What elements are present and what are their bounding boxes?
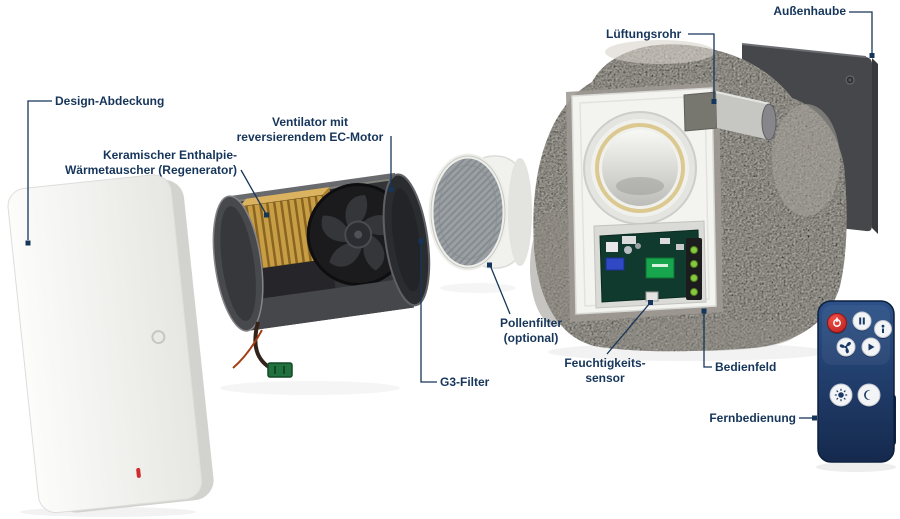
label-fernbedienung: Fernbedienung [709,411,796,425]
label-bedienfeld: Bedienfeld [715,360,777,374]
power-icon [833,317,841,327]
ventilation-pipe [683,91,777,141]
remote-power-button [827,313,847,334]
design-cover [7,174,214,514]
label-pollenfilter: Pollenfilter (optional) [499,316,562,345]
label-design-abdeckung: Design-Abdeckung [55,94,165,108]
label-ventilator: Ventilator mit reversierendem EC-Motor [236,115,384,144]
label-aussenhaube: Außenhaube [773,4,846,18]
power-cable [253,321,274,371]
label-waermetauscher: Keramischer Enthalpie- Wärmetauscher (Re… [64,148,237,177]
remote-day-button [829,383,853,408]
remote-info-button [874,320,892,339]
cable-connector [267,362,293,378]
control-panel-strip [686,238,702,300]
remote-control [817,300,896,463]
night-icon [864,390,871,400]
electronics-compartment [593,220,707,309]
fan-icon [839,342,851,354]
inner-unit [566,82,777,322]
pollen-filter-disc [428,153,532,271]
humidity-sensor [645,291,659,302]
heat-exchanger-cartridge [212,172,431,378]
label-lueftungsrohr: Lüftungsrohr [606,27,682,41]
day-icon [834,388,848,402]
info-icon [881,324,885,333]
relay [645,257,675,279]
label-feuchtigkeits-sensor: Feuchtigkeits- sensor [564,356,646,385]
label-g3-filter: G3-Filter [440,375,490,389]
duct-hole [583,111,697,225]
cover-hole [151,330,166,345]
cover-logo-mark [136,467,141,478]
remote-night-button [857,383,881,408]
remote-fan-button [836,337,856,358]
remote-speed-button [861,337,881,358]
pause-icon [859,317,865,325]
speed-icon [868,343,875,351]
remote-pause-button [852,311,872,332]
foam-shading [530,40,840,351]
